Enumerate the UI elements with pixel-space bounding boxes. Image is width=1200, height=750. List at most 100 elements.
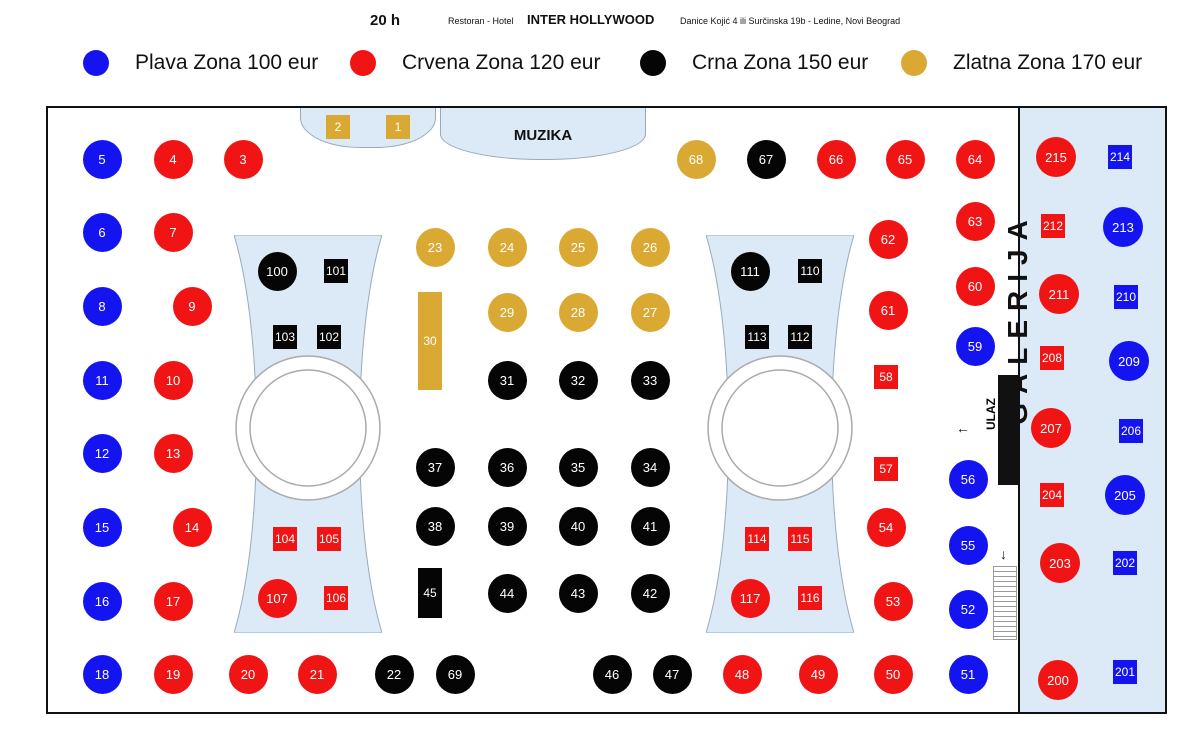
table-15[interactable]: 15 bbox=[82, 507, 122, 547]
table-4[interactable]: 4 bbox=[153, 139, 193, 179]
table-56[interactable]: 56 bbox=[948, 459, 988, 499]
table-16[interactable]: 16 bbox=[82, 581, 122, 621]
table-29[interactable]: 29 bbox=[487, 292, 527, 332]
table-30[interactable]: 30 bbox=[418, 292, 442, 390]
table-210[interactable]: 210 bbox=[1114, 285, 1138, 309]
table-13[interactable]: 13 bbox=[153, 433, 193, 473]
table-61[interactable]: 61 bbox=[868, 290, 908, 330]
table-59[interactable]: 59 bbox=[955, 326, 995, 366]
table-110[interactable]: 110 bbox=[798, 259, 822, 283]
table-65[interactable]: 65 bbox=[885, 139, 925, 179]
table-116[interactable]: 116 bbox=[798, 586, 822, 610]
table-52[interactable]: 52 bbox=[948, 589, 988, 629]
table-24[interactable]: 24 bbox=[487, 227, 527, 267]
table-115[interactable]: 115 bbox=[788, 527, 812, 551]
table-57[interactable]: 57 bbox=[874, 457, 898, 481]
table-2[interactable]: 2 bbox=[326, 115, 350, 139]
table-68[interactable]: 68 bbox=[676, 139, 716, 179]
table-8[interactable]: 8 bbox=[82, 286, 122, 326]
table-117[interactable]: 117 bbox=[730, 578, 770, 618]
table-42[interactable]: 42 bbox=[630, 573, 670, 613]
table-17[interactable]: 17 bbox=[153, 581, 193, 621]
table-39[interactable]: 39 bbox=[487, 506, 527, 546]
table-35[interactable]: 35 bbox=[558, 447, 598, 487]
table-25[interactable]: 25 bbox=[558, 227, 598, 267]
table-66[interactable]: 66 bbox=[816, 139, 856, 179]
table-111[interactable]: 111 bbox=[730, 251, 770, 291]
table-26[interactable]: 26 bbox=[630, 227, 670, 267]
table-113[interactable]: 113 bbox=[745, 325, 769, 349]
table-104[interactable]: 104 bbox=[273, 527, 297, 551]
table-6[interactable]: 6 bbox=[82, 212, 122, 252]
table-67[interactable]: 67 bbox=[746, 139, 786, 179]
table-213[interactable]: 213 bbox=[1103, 207, 1143, 247]
table-38[interactable]: 38 bbox=[415, 506, 455, 546]
table-45[interactable]: 45 bbox=[418, 568, 442, 618]
table-211[interactable]: 211 bbox=[1039, 274, 1079, 314]
table-9[interactable]: 9 bbox=[172, 286, 212, 326]
table-214[interactable]: 214 bbox=[1108, 145, 1132, 169]
table-19[interactable]: 19 bbox=[153, 654, 193, 694]
table-32[interactable]: 32 bbox=[558, 360, 598, 400]
table-204[interactable]: 204 bbox=[1040, 483, 1064, 507]
table-34[interactable]: 34 bbox=[630, 447, 670, 487]
table-20[interactable]: 20 bbox=[228, 654, 268, 694]
table-69[interactable]: 69 bbox=[435, 654, 475, 694]
table-37[interactable]: 37 bbox=[415, 447, 455, 487]
table-101[interactable]: 101 bbox=[324, 259, 348, 283]
table-10[interactable]: 10 bbox=[153, 360, 193, 400]
table-209[interactable]: 209 bbox=[1109, 341, 1149, 381]
table-40[interactable]: 40 bbox=[558, 506, 598, 546]
table-102[interactable]: 102 bbox=[317, 325, 341, 349]
table-31[interactable]: 31 bbox=[487, 360, 527, 400]
table-54[interactable]: 54 bbox=[866, 507, 906, 547]
table-203[interactable]: 203 bbox=[1040, 543, 1080, 583]
table-23[interactable]: 23 bbox=[415, 227, 455, 267]
table-53[interactable]: 53 bbox=[873, 581, 913, 621]
table-103[interactable]: 103 bbox=[273, 325, 297, 349]
table-58[interactable]: 58 bbox=[874, 365, 898, 389]
table-105[interactable]: 105 bbox=[317, 527, 341, 551]
table-100[interactable]: 100 bbox=[257, 251, 297, 291]
table-50[interactable]: 50 bbox=[873, 654, 913, 694]
table-18[interactable]: 18 bbox=[82, 654, 122, 694]
table-114[interactable]: 114 bbox=[745, 527, 769, 551]
table-5[interactable]: 5 bbox=[82, 139, 122, 179]
table-41[interactable]: 41 bbox=[630, 506, 670, 546]
table-14[interactable]: 14 bbox=[172, 507, 212, 547]
table-206[interactable]: 206 bbox=[1119, 419, 1143, 443]
table-55[interactable]: 55 bbox=[948, 525, 988, 565]
table-112[interactable]: 112 bbox=[788, 325, 812, 349]
table-21[interactable]: 21 bbox=[297, 654, 337, 694]
table-7[interactable]: 7 bbox=[153, 212, 193, 252]
table-200[interactable]: 200 bbox=[1038, 660, 1078, 700]
table-33[interactable]: 33 bbox=[630, 360, 670, 400]
table-205[interactable]: 205 bbox=[1105, 475, 1145, 515]
table-63[interactable]: 63 bbox=[955, 201, 995, 241]
table-22[interactable]: 22 bbox=[374, 654, 414, 694]
table-201[interactable]: 201 bbox=[1113, 660, 1137, 684]
table-208[interactable]: 208 bbox=[1040, 346, 1064, 370]
table-47[interactable]: 47 bbox=[652, 654, 692, 694]
table-215[interactable]: 215 bbox=[1036, 137, 1076, 177]
table-64[interactable]: 64 bbox=[955, 139, 995, 179]
table-46[interactable]: 46 bbox=[592, 654, 632, 694]
table-1[interactable]: 1 bbox=[386, 115, 410, 139]
table-48[interactable]: 48 bbox=[722, 654, 762, 694]
table-212[interactable]: 212 bbox=[1041, 214, 1065, 238]
table-44[interactable]: 44 bbox=[487, 573, 527, 613]
table-106[interactable]: 106 bbox=[324, 586, 348, 610]
table-207[interactable]: 207 bbox=[1031, 408, 1071, 448]
table-11[interactable]: 11 bbox=[82, 360, 122, 400]
table-49[interactable]: 49 bbox=[798, 654, 838, 694]
table-62[interactable]: 62 bbox=[868, 219, 908, 259]
table-107[interactable]: 107 bbox=[257, 578, 297, 618]
table-36[interactable]: 36 bbox=[487, 447, 527, 487]
table-3[interactable]: 3 bbox=[223, 139, 263, 179]
table-43[interactable]: 43 bbox=[558, 573, 598, 613]
table-202[interactable]: 202 bbox=[1113, 551, 1137, 575]
table-60[interactable]: 60 bbox=[955, 266, 995, 306]
table-12[interactable]: 12 bbox=[82, 433, 122, 473]
table-51[interactable]: 51 bbox=[948, 654, 988, 694]
table-28[interactable]: 28 bbox=[558, 292, 598, 332]
